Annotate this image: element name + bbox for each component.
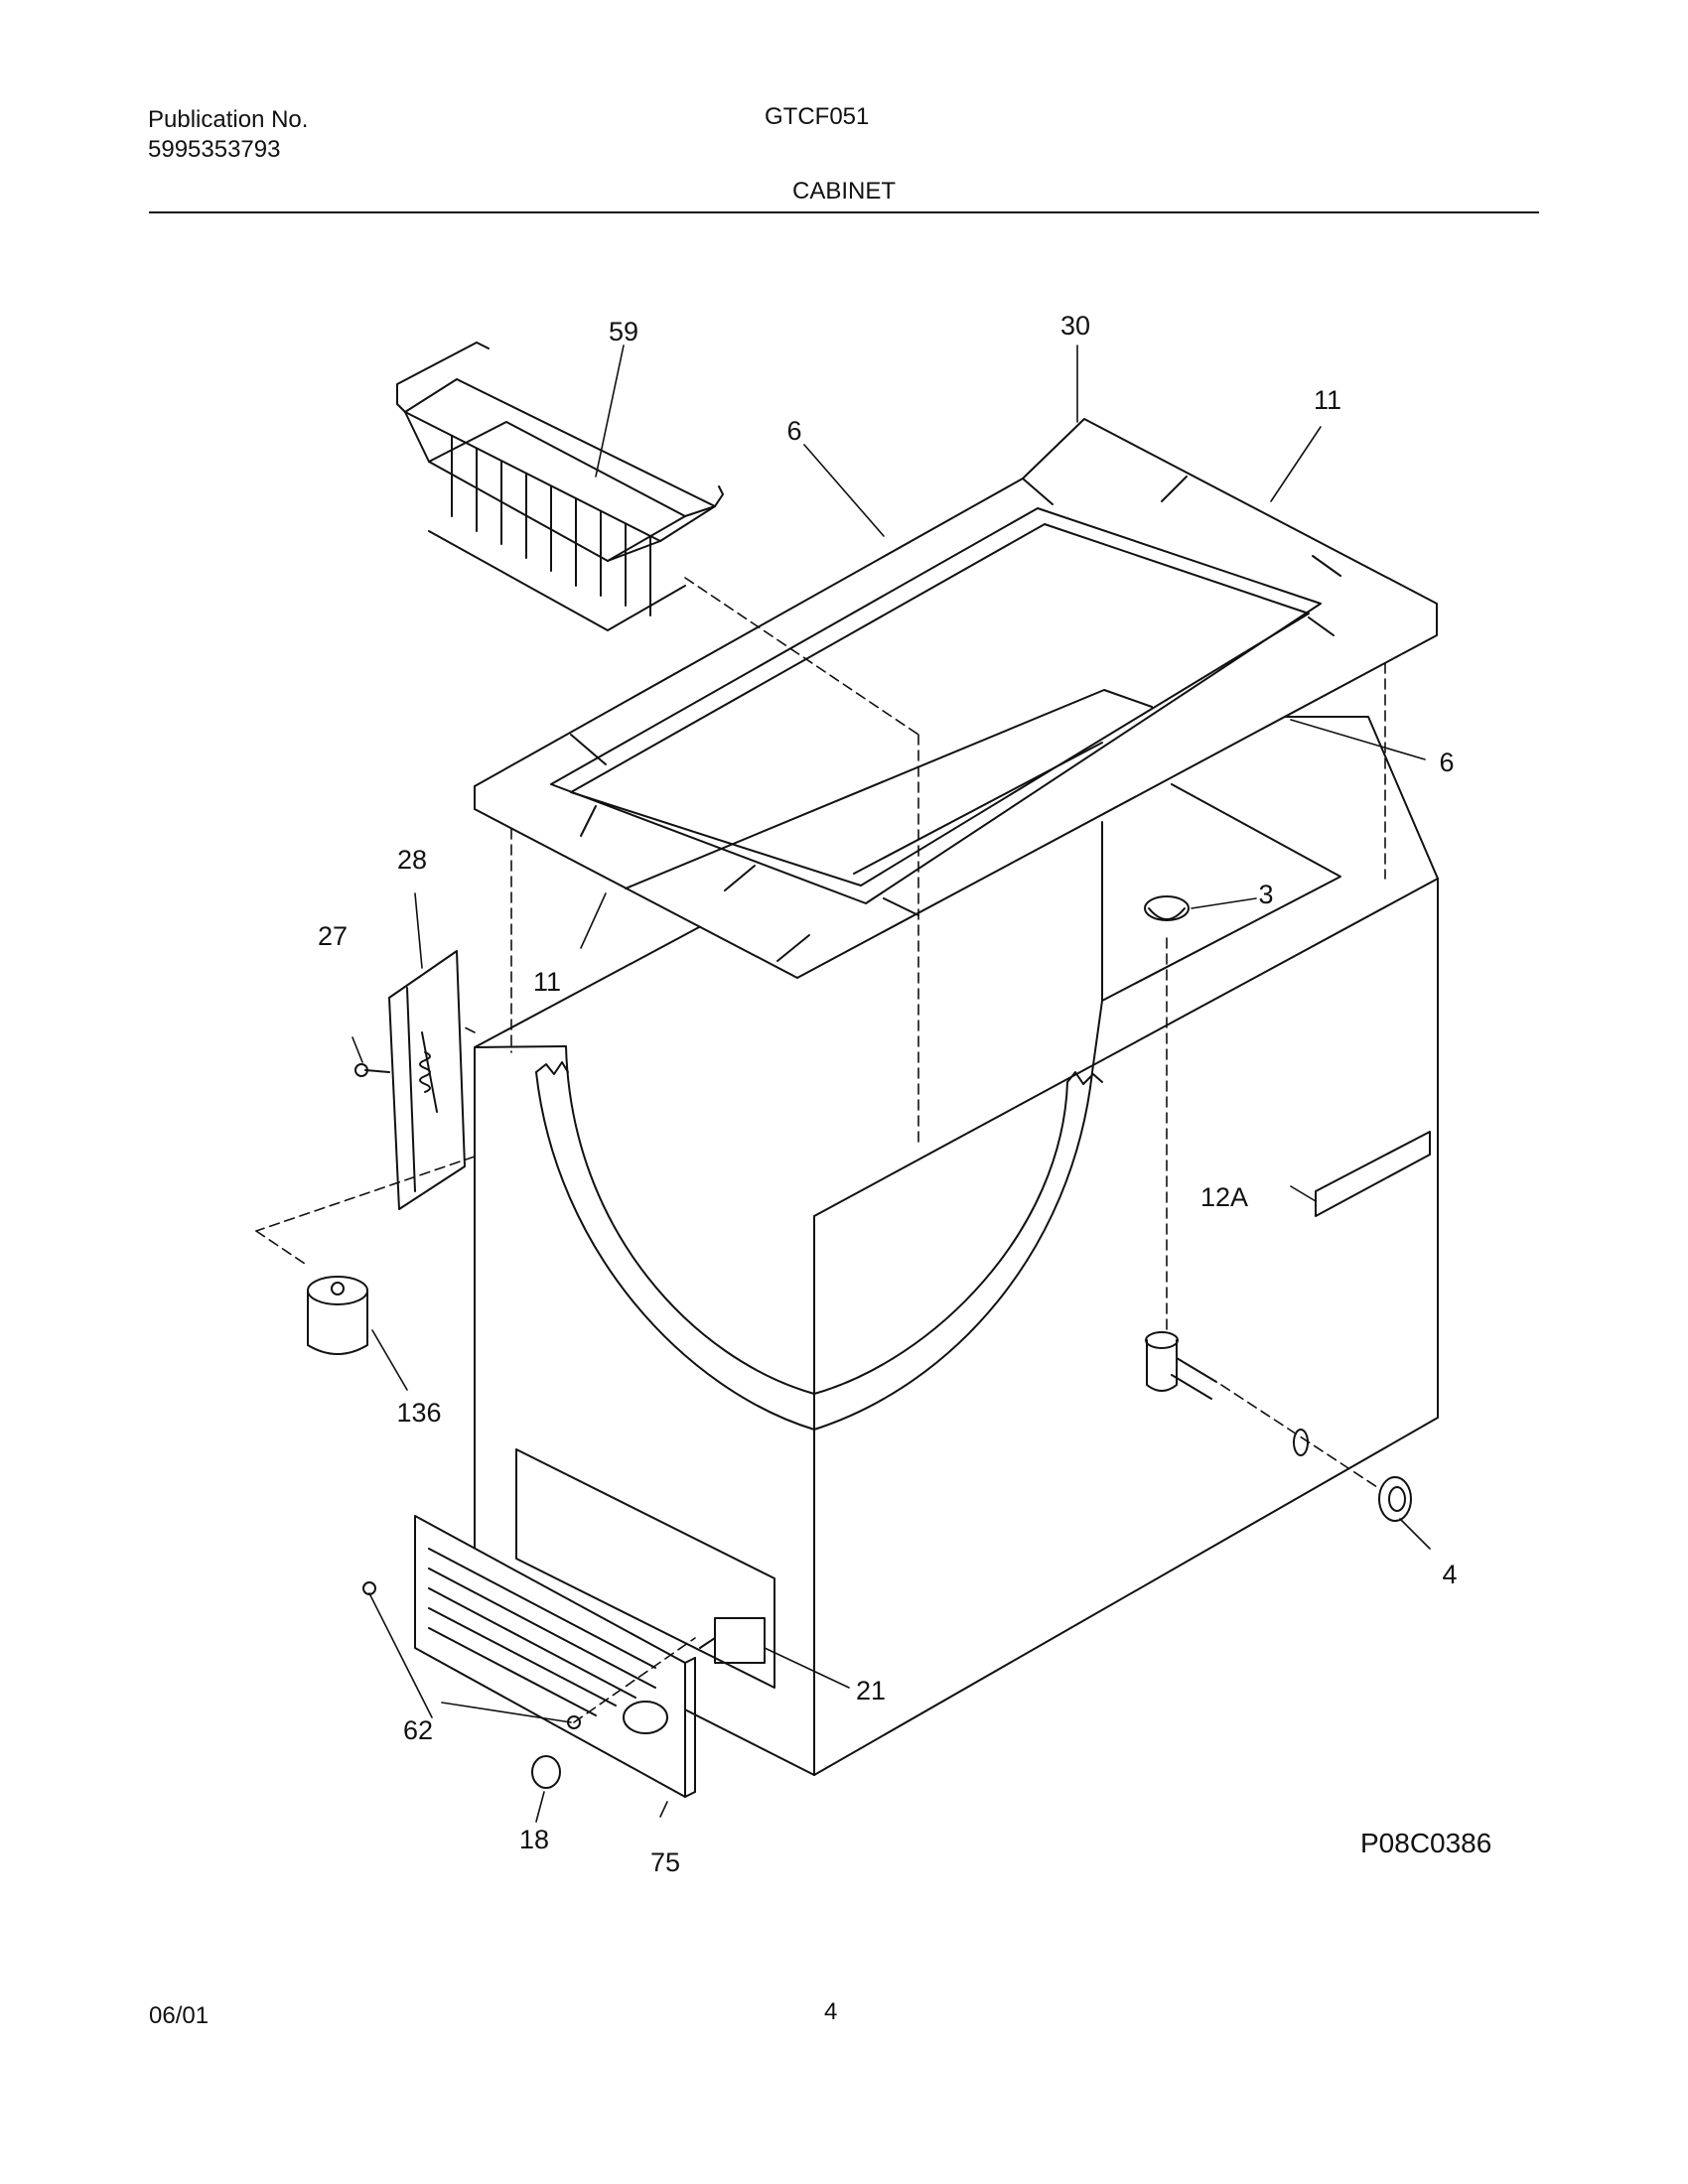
callout-hinge-screw: 27 — [318, 921, 348, 951]
callout-gasket-6-right: 6 — [1439, 748, 1454, 777]
callout-grille: 75 — [650, 1847, 680, 1877]
footer-date: 06/01 — [149, 2002, 210, 2029]
callout-label: 12A — [1200, 1182, 1248, 1212]
drain-parts — [1144, 895, 1412, 1522]
callout-labels: 59 30 6 11 6 28 27 11 3 12A 136 4 62 21 … — [318, 311, 1458, 1877]
callout-grille-screws: 62 — [403, 1715, 433, 1745]
publication-number: 5995353793 — [148, 136, 281, 163]
callout-corner: 30 — [1060, 311, 1090, 341]
alignment-lines — [255, 577, 1386, 1723]
callout-hinge-cover: 136 — [396, 1398, 441, 1428]
grille-assembly — [362, 1448, 775, 1798]
callout-gasket-11-top: 11 — [1314, 385, 1341, 415]
callout-drain-plug: 3 — [1258, 880, 1273, 909]
model-number: GTCF051 — [765, 103, 870, 130]
publication-label: Publication No. — [148, 106, 309, 133]
page-number: 4 — [824, 1998, 838, 2025]
callout-basket: 59 — [609, 317, 638, 346]
callout-drain-cap: 4 — [1442, 1560, 1457, 1589]
callout-gasket-6-top: 6 — [786, 416, 801, 446]
hinge-assembly — [307, 950, 466, 1355]
callout-hinge: 28 — [397, 845, 427, 875]
label-plate — [1315, 1131, 1431, 1217]
callout-thermostat: 21 — [856, 1676, 886, 1706]
section-title: CABINET — [792, 178, 897, 205]
callout-gasket-11-front: 11 — [533, 967, 561, 997]
wire-basket — [396, 341, 724, 631]
leader-lines — [352, 344, 1431, 1823]
callout-knob: 18 — [519, 1825, 549, 1854]
diagram-code: P08C0386 — [1360, 1828, 1492, 1858]
header-rule — [149, 211, 1539, 213]
lid-gasket-frame — [474, 418, 1438, 979]
